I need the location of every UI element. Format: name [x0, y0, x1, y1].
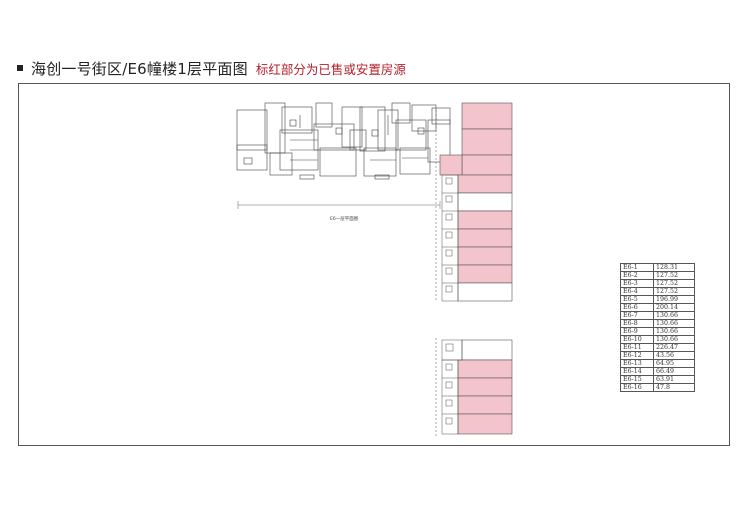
unit-plain: [461, 339, 513, 361]
unit-area-cell: 63.91: [653, 375, 695, 384]
unit-area-cell: 130.66: [653, 327, 695, 336]
unit-area-cell: 200.14: [653, 303, 695, 312]
unit-plain: [457, 282, 513, 302]
unit-area-cell: 130.66: [653, 319, 695, 328]
unit-highlighted: [457, 246, 513, 266]
unit-highlighted: [439, 154, 463, 176]
unit-area-cell: 130.66: [653, 335, 695, 344]
unit-id-cell: E6-7: [620, 311, 654, 320]
unit-highlighted: [457, 395, 513, 415]
unit-id-cell: E6-9: [620, 327, 654, 336]
unit-id-cell: E6-15: [620, 375, 654, 384]
unit-highlighted: [461, 128, 513, 156]
unit-highlighted: [457, 359, 513, 379]
plan-caption: E6一层平面图: [330, 216, 359, 222]
unit-column-lower-details: [435, 338, 463, 436]
unit-highlighted: [457, 228, 513, 248]
residential-block: [236, 102, 451, 180]
unit-highlighted: [457, 210, 513, 230]
unit-plain: [457, 192, 513, 212]
unit-highlighted: [461, 154, 513, 176]
unit-highlighted: [457, 377, 513, 397]
unit-area-cell: 43.56: [653, 351, 695, 360]
unit-id-cell: E6-6: [620, 303, 654, 312]
unit-column-lower: [457, 339, 513, 435]
drawing-frame: [18, 83, 730, 446]
unit-area-cell: 66.49: [653, 367, 695, 376]
unit-id-cell: E6-3: [620, 279, 654, 288]
unit-area-cell: 130.66: [653, 311, 695, 320]
unit-area-cell: 226.47: [653, 343, 695, 352]
unit-id-cell: E6-10: [620, 335, 654, 344]
unit-highlighted: [457, 174, 513, 194]
unit-area-cell: 64.95: [653, 359, 695, 368]
bullet-icon: [17, 65, 23, 71]
unit-id-cell: E6-13: [620, 359, 654, 368]
unit-highlighted: [461, 102, 513, 130]
unit-id-cell: E6-12: [620, 351, 654, 360]
unit-area-cell: 47.8: [653, 383, 695, 392]
unit-id-cell: E6-2: [620, 271, 654, 280]
unit-area-cell: 196.99: [653, 295, 695, 304]
unit-id-cell: E6-16: [620, 383, 654, 392]
unit-highlighted: [457, 264, 513, 284]
unit-area-cell: 127.52: [653, 279, 695, 288]
unit-highlighted: [457, 413, 513, 435]
page-subtitle: 标红部分为已售或安置房源: [255, 61, 406, 77]
unit-area-cell: 127.52: [653, 271, 695, 280]
unit-id-cell: E6-8: [620, 319, 654, 328]
unit-id-cell: E6-11: [620, 343, 654, 352]
unit-id-cell: E6-4: [620, 287, 654, 296]
unit-column-upper: [439, 102, 513, 302]
unit-area-cell: 128.31: [653, 263, 695, 272]
unit-id-cell: E6-5: [620, 295, 654, 304]
page-header: 海创一号街区/E6幢楼1层平面图 标红部分为已售或安置房源: [17, 58, 406, 78]
dimension-line: [237, 201, 441, 209]
unit-id-cell: E6-1: [620, 263, 654, 272]
unit-column-upper-details: [435, 110, 459, 302]
unit-area-cell: 127.52: [653, 287, 695, 296]
unit-id-cell: E6-14: [620, 367, 654, 376]
page-title: 海创一号街区/E6幢楼1层平面图: [31, 59, 248, 78]
